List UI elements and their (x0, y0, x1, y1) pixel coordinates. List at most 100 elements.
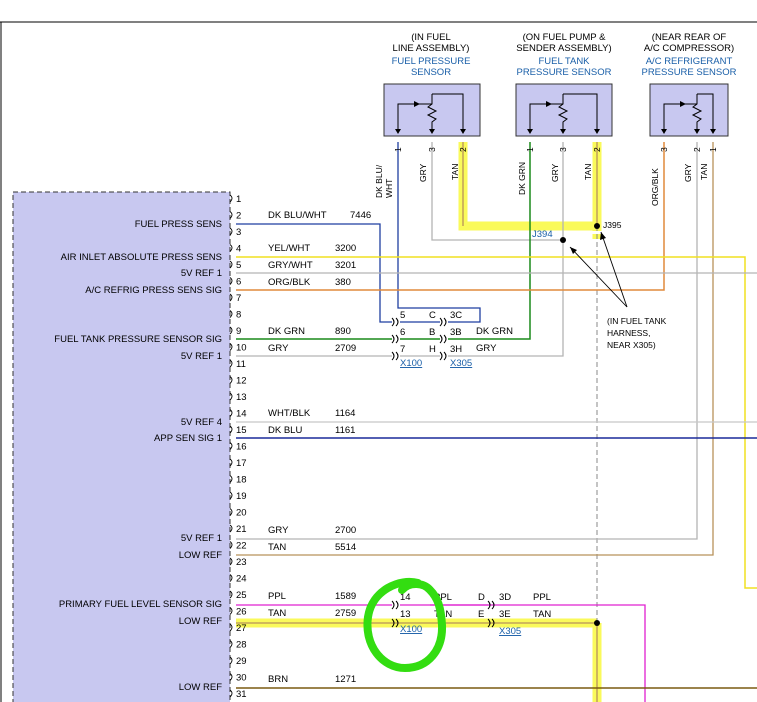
fp-location-1: (IN FUEL (411, 32, 451, 43)
pin-tick (229, 673, 233, 681)
fp-wire-tan: TAN (450, 164, 460, 180)
pin-number: 29 (236, 656, 247, 667)
module-label-low-ref-b: LOW REF (179, 616, 222, 627)
x305-link-lower[interactable]: X305 (499, 626, 521, 637)
connector-upper-labels: 5 6 7 C B H 3C 3B 3H DK GRN GRY X100 X30… (400, 310, 513, 369)
ft-wire-dkgrn: DK GRN (517, 162, 527, 195)
circuit-color-25: PPL (268, 591, 286, 602)
wire-dk-blu-wht-sensor (397, 142, 481, 323)
upper-right-wire-gry: GRY (476, 343, 497, 354)
circuit-color-6: ORG/BLK (268, 277, 311, 288)
pin-number: 30 (236, 673, 247, 684)
x305-link-upper[interactable]: X305 (450, 358, 472, 369)
ac-location-2: A/C COMPRESSOR) (644, 43, 734, 54)
circuit-num-21: 2700 (335, 525, 356, 536)
pin-number: 15 (236, 425, 247, 436)
pin-number: 14 (236, 409, 247, 420)
ac-name-2: PRESSURE SENSOR (641, 67, 736, 78)
ac-refrigerant-pressure-sensor (649, 83, 729, 137)
pin-tick (229, 359, 233, 368)
pin-tick (229, 508, 233, 516)
pin-tick (229, 376, 233, 384)
mid-letter-h: H (429, 344, 436, 355)
pin-tick (229, 343, 233, 351)
pin-tick (229, 524, 233, 533)
circuit-color-14: WHT/BLK (268, 408, 311, 419)
pin-tick (229, 475, 233, 483)
module-label-ac-refrig: A/C REFRIG PRESS SENS SIG (85, 285, 222, 296)
pin-tick (229, 310, 233, 318)
pin-tick (229, 607, 233, 615)
ft-wire-gry: GRY (550, 163, 560, 182)
module-label-5v-ref-4: 5V REF 4 (181, 417, 222, 428)
wire-gry-ac (236, 142, 698, 540)
circuit-labels: DK BLU/WHT 7446 YEL/WHT 3200 GRY/WHT 320… (268, 210, 371, 685)
lower-left-wire-ppl: PPL (434, 592, 452, 603)
splice-j394-label: J394 (532, 229, 553, 240)
x305-pin-3c: 3C (450, 310, 462, 321)
fp-pin-2: 2 (458, 147, 468, 152)
pin-tick (229, 656, 233, 665)
x100-pin-14: 14 (400, 592, 411, 603)
pin-number: 12 (236, 376, 247, 387)
pin-number: 25 (236, 590, 247, 601)
circuit-color-15: DK BLU (268, 425, 302, 436)
ft-location-1: (ON FUEL PUMP & (523, 32, 607, 43)
circuit-color-2: DK BLU/WHT (268, 210, 327, 221)
ac-wire-tan: TAN (699, 164, 709, 180)
x305-pin-3d: 3D (499, 592, 511, 603)
pin-number: 27 (236, 623, 247, 634)
module-labels: FUEL PRESS SENS AIR INLET ABSOLUTE PRESS… (54, 219, 222, 693)
ft-pin-3: 3 (558, 147, 568, 152)
pin-tick (229, 211, 233, 219)
x100-pin-5: 5 (400, 310, 405, 321)
splice-note-2: HARNESS, (607, 328, 650, 338)
circuit-num-22: 5514 (335, 542, 356, 553)
circuit-num-10: 2709 (335, 343, 356, 354)
lower-right-wire-tan: TAN (533, 609, 551, 620)
pin-tick (229, 194, 233, 203)
x305-pin-3b: 3B (450, 327, 462, 338)
pin-number: 6 (236, 277, 241, 288)
module-label-5v-ref-1c: 5V REF 1 (181, 533, 222, 544)
pin-number: 18 (236, 475, 247, 486)
circuit-num-9: 890 (335, 326, 351, 337)
connector-lower-labels: 14 13 PPL TAN D E 3D 3E PPL TAN X100 X30… (400, 592, 551, 637)
circuit-color-22: TAN (268, 542, 286, 553)
pin-tick (229, 227, 233, 236)
splice-ground (594, 620, 600, 626)
x100-pin-13: 13 (400, 609, 411, 620)
circuit-color-10: GRY (268, 343, 289, 354)
wire-dk-grn-sensor (460, 142, 531, 340)
module-label-5v-ref-1b: 5V REF 1 (181, 351, 222, 362)
upper-right-wire-dkgrn: DK GRN (476, 326, 513, 337)
pin-number: 22 (236, 541, 247, 552)
ac-wire-gry: GRY (683, 163, 693, 182)
splice-j395 (594, 223, 600, 229)
pin-tick (229, 425, 233, 434)
circuit-color-21: GRY (268, 525, 289, 536)
splice-j395-label: J395 (603, 220, 622, 230)
fp-pin-1: 1 (393, 147, 403, 152)
splice-j394 (560, 237, 566, 243)
pin-number: 13 (236, 392, 247, 403)
pin-number: 7 (236, 293, 241, 304)
module-label-primary-fuel: PRIMARY FUEL LEVEL SENSOR SIG (59, 599, 222, 610)
pin-tick (229, 689, 233, 698)
mid-letter-d: D (478, 592, 485, 603)
circuit-num-25: 1589 (335, 591, 356, 602)
module-label-air-inlet: AIR INLET ABSOLUTE PRESS SENS (61, 252, 222, 263)
wire-org-blk (236, 142, 665, 291)
pin-tick (229, 458, 233, 467)
pin-number: 16 (236, 442, 247, 453)
green-annotation-circle (363, 577, 447, 673)
fp-pin-3: 3 (427, 147, 437, 152)
x100-link-upper[interactable]: X100 (400, 358, 422, 369)
x100-pin-7: 7 (400, 344, 405, 355)
x100-link-lower[interactable]: X100 (400, 624, 422, 635)
connector-x100-upper (391, 317, 399, 361)
mid-letter-e: E (478, 609, 484, 620)
ac-name-1: A/C REFRIGERANT (646, 56, 733, 67)
circuit-num-30: 1271 (335, 674, 356, 685)
circuit-color-4: YEL/WHT (268, 243, 310, 254)
